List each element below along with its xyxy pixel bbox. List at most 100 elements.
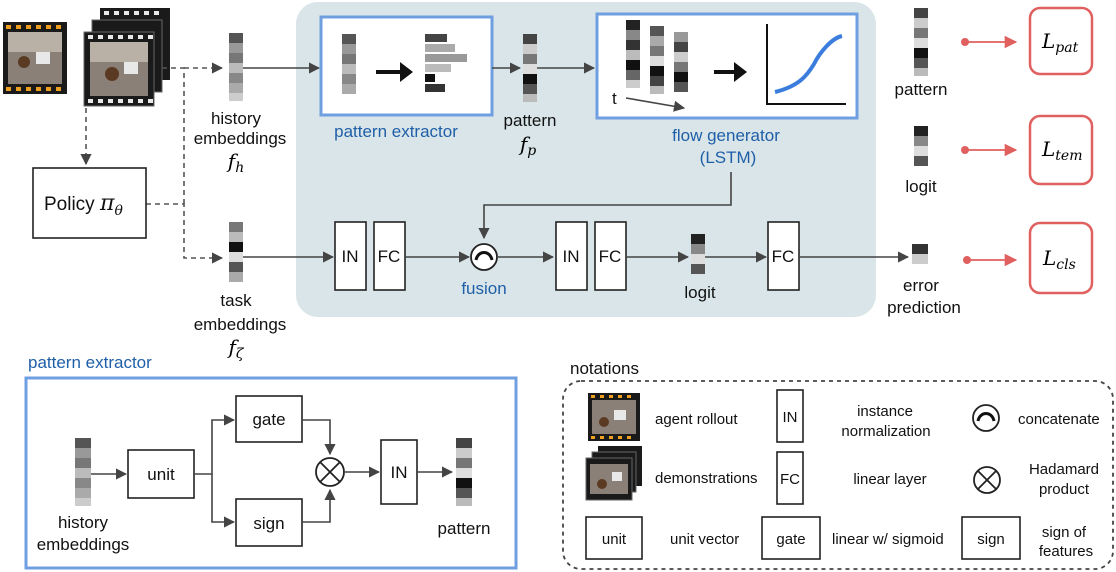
fc-label-1: FC — [378, 247, 401, 266]
notation-concatenate-label: concatenate — [1018, 411, 1100, 428]
agent-rollout-image — [3, 22, 67, 94]
task-sub: ζ — [236, 346, 245, 362]
notation-hadamard-label-2: product — [1039, 481, 1090, 498]
task-label-1: task — [220, 291, 252, 310]
notation-hadamard-label-1: Hadamard — [1029, 461, 1099, 478]
notation-unit-vector-label: unit vector — [670, 531, 739, 548]
notation-in-label: IN — [783, 409, 798, 426]
flow-vector-1 — [626, 20, 640, 88]
error-label-2: prediction — [887, 298, 961, 317]
flow-arrow-icon — [714, 62, 747, 82]
svg-text:Lpat: Lpat — [1041, 29, 1079, 56]
notation-unit-box — [585, 516, 643, 560]
flow-vector-3 — [674, 32, 688, 92]
right-logit-vector — [914, 126, 928, 166]
detail-hadamard-icon — [315, 457, 345, 487]
right-pattern-vector — [914, 8, 928, 76]
notation-sign-of-label-2: features — [1039, 543, 1093, 560]
task-label-2: embeddings — [194, 315, 287, 334]
pattern-label: pattern — [504, 111, 557, 130]
loss-pat-symbol: L — [1041, 29, 1055, 53]
detail-sign-label: sign — [253, 514, 284, 533]
t-label: t — [612, 89, 617, 108]
extractor-bar-icon — [425, 34, 467, 92]
history-label-2: embeddings — [194, 129, 287, 148]
detail-pattern-vector — [456, 438, 472, 506]
notation-instance-label-1: instance — [857, 403, 913, 420]
notation-demonstrations-label: demonstrations — [655, 470, 758, 487]
fc-box-1 — [373, 221, 406, 291]
notation-sign-label: sign — [977, 531, 1005, 548]
extractor-detail-title: pattern extractor — [28, 353, 152, 372]
notation-unit-label: unit — [602, 531, 627, 548]
fusion-label: fusion — [461, 279, 506, 298]
logit-label: logit — [684, 283, 715, 302]
policy-label: Policy — [44, 194, 95, 215]
flow-generator-sub: (LSTM) — [700, 148, 757, 167]
pattern-extractor-label: pattern extractor — [334, 122, 458, 141]
notation-demonstrations-icon — [585, 446, 642, 501]
detail-pattern-label: pattern — [438, 519, 491, 538]
notation-sign-box — [961, 516, 1021, 560]
policy-to-task-arrow — [146, 203, 224, 264]
flow-generator-label: flow generator — [672, 126, 780, 145]
right-logit-label: logit — [905, 177, 936, 196]
loss-tem-symbol: L — [1041, 137, 1055, 161]
pattern-vector — [523, 34, 537, 102]
policy-box — [32, 167, 147, 239]
flow-axes-icon — [766, 24, 846, 105]
svg-text:Policy πθ: Policy πθ — [44, 191, 123, 219]
detail-unit-to-sign-arrow — [211, 474, 236, 528]
svg-text:fζ: fζ — [227, 335, 245, 362]
task-embedding-vector — [229, 222, 243, 282]
detail-unit-box — [127, 449, 195, 499]
detail-sign-box — [235, 498, 303, 547]
in-label-2: IN — [563, 247, 580, 266]
detail-in-label: IN — [391, 463, 408, 482]
notations-title: notations — [570, 359, 639, 378]
policy-symbol: π — [99, 191, 115, 216]
detail-gate-box — [235, 395, 303, 443]
notation-linear-sigmoid-label: linear w/ sigmoid — [832, 531, 944, 548]
loss-pat-box — [1028, 6, 1094, 76]
detail-unit-to-gate-arrow — [194, 414, 236, 475]
time-arrow — [625, 97, 686, 112]
notation-linear-layer-label: linear layer — [853, 471, 926, 488]
notation-agent-rollout-label: agent rollout — [655, 411, 738, 428]
svg-text:fh: fh — [226, 149, 244, 176]
loss-cls-symbol: L — [1042, 246, 1056, 270]
demonstrations-image — [83, 8, 170, 107]
loss-cls-box — [1028, 221, 1094, 295]
notation-sign-of-label-1: sign of — [1042, 524, 1087, 541]
svg-text:Lcls: Lcls — [1042, 246, 1076, 273]
fc-box-2 — [594, 221, 627, 291]
extractor-arrow-icon — [376, 62, 413, 82]
detail-history-label-2: embeddings — [37, 535, 130, 554]
fc-label-2: FC — [599, 247, 622, 266]
notation-fc-label: FC — [780, 471, 800, 488]
history-sub: h — [235, 160, 244, 176]
notation-in-box — [776, 389, 804, 443]
flow-to-fusion-arrow — [478, 172, 732, 240]
fc-label-3: FC — [772, 247, 795, 266]
detail-sign-to-hadamard-arrow — [302, 488, 336, 523]
loss-cls-sub: cls — [1056, 257, 1076, 273]
loss-tem-sub: tem — [1055, 148, 1082, 164]
error-prediction-vector — [912, 244, 928, 264]
in-box-1 — [334, 221, 367, 291]
extractor-input-vector — [342, 34, 356, 94]
fc-box-3 — [767, 221, 800, 291]
detail-unit-label: unit — [147, 465, 175, 484]
in-label-1: IN — [342, 247, 359, 266]
notation-hadamard-icon — [973, 466, 1001, 494]
svg-text:Ltem: Ltem — [1041, 137, 1082, 164]
notation-gate-label: gate — [776, 531, 805, 548]
error-label-1: error — [903, 276, 939, 295]
flow-vector-2 — [650, 26, 664, 94]
detail-history-label-1: history — [58, 513, 109, 532]
logit-vector — [691, 234, 705, 274]
loss-pat-sub: pat — [1055, 40, 1078, 56]
right-pattern-label: pattern — [895, 80, 948, 99]
policy-sub: θ — [114, 203, 123, 219]
